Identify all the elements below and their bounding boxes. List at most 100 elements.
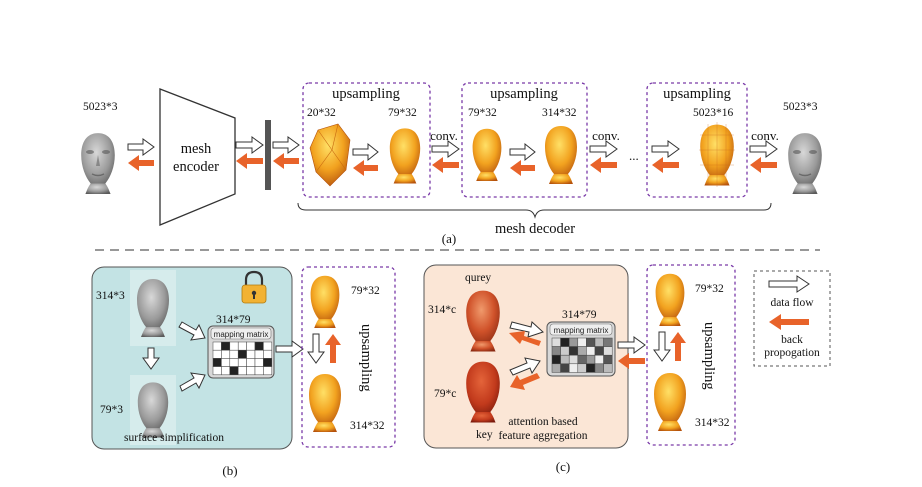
mapping-matrix-label-c: mapping matrix (554, 326, 609, 335)
input-dim-label: 5023*3 (83, 101, 118, 113)
upsampling-label-1: upsampling (332, 86, 400, 102)
matrix-cell (594, 346, 604, 356)
face-79-icon (655, 273, 685, 326)
matrix-cell (263, 366, 273, 376)
face-314-icon (309, 374, 341, 432)
matrix-cell (237, 358, 247, 367)
matrix-cell (603, 337, 613, 347)
matrix-cell (254, 341, 264, 351)
encoder-label-line2: encoder (173, 159, 219, 175)
backprop-arrow (236, 153, 263, 169)
dataflow-arrow (651, 140, 680, 158)
matrix-cell (221, 349, 231, 359)
matrix-cell (603, 363, 613, 373)
legend-back-line2: propogation (764, 347, 820, 359)
backprop-arrow (273, 153, 299, 169)
face-79-icon (472, 128, 502, 181)
matrix-cell (237, 341, 247, 351)
matrix-cell (586, 337, 596, 347)
backprop-arrow (652, 157, 679, 173)
matrix-cell (246, 366, 256, 376)
matrix-cell (568, 363, 579, 373)
mapping-matrix-label: mapping matrix (214, 330, 269, 339)
backprop-arrow (510, 160, 535, 176)
key-label: key (476, 429, 493, 441)
lock-icon (241, 270, 267, 304)
face-79-icon (310, 275, 340, 328)
matrix-cell (603, 346, 613, 356)
face-79-icon (389, 128, 421, 184)
coarse-mesh-icon (309, 123, 351, 187)
matrix-cell (560, 346, 570, 356)
input-head-icon (81, 133, 115, 194)
caption-b: (b) (222, 463, 237, 478)
backprop-arrow (325, 334, 341, 363)
query-dim-label: 314*c (428, 304, 456, 316)
dataflow-arrow (509, 142, 536, 162)
upsampling-block-1 (302, 82, 431, 198)
panel-c-caption-line2: feature aggregation (498, 430, 587, 442)
legend-backprop-arrow (769, 314, 809, 330)
matrix-cell (551, 354, 561, 365)
matrix-cell (577, 346, 587, 356)
top-dim-label: 314*3 (96, 290, 125, 302)
upsampling-box-b (301, 266, 396, 448)
backprop-arrow (128, 155, 154, 171)
dataflow-arrow (653, 331, 671, 362)
matrix-cell (254, 349, 264, 359)
matrix-cell (212, 349, 222, 359)
up-bottom-dim-c: 314*32 (695, 417, 730, 429)
matrix-cell (263, 358, 273, 367)
matrix-cell (229, 366, 239, 376)
matrix-cell (577, 354, 587, 365)
dataflow-arrow (509, 357, 541, 376)
matrix-cell (568, 346, 579, 356)
matrix-cell (246, 358, 256, 367)
legend-back-line1: back (781, 334, 803, 346)
block2-left-dim: 79*32 (468, 107, 497, 119)
matrix-cell (212, 358, 222, 367)
upsampling-block-2 (461, 82, 588, 198)
query-label: qurey (465, 272, 491, 284)
matrix-cell (560, 363, 570, 373)
ellipsis: ... (629, 148, 639, 163)
matrix-cell (263, 341, 273, 351)
upsampling-label-3: upsampling (663, 86, 731, 102)
legend-dataflow-arrow (768, 275, 810, 293)
dataflow-arrow (509, 321, 544, 338)
backprop-arrow (510, 373, 540, 390)
bottom-dim-label: 79*3 (100, 404, 123, 416)
mapping-matrix-title-box (210, 327, 272, 340)
dataflow-arrow (275, 340, 304, 358)
caption-c: (c) (556, 459, 570, 474)
dataflow-arrow (127, 138, 155, 156)
mesh-encoder-block (159, 88, 236, 226)
part-b: 314*3 79*3 314*79 mapping matrix surface… (91, 266, 396, 478)
legend-dataflow-label: data flow (770, 297, 814, 309)
matrix-cell (229, 358, 239, 367)
caption-a: (a) (442, 231, 456, 246)
part-c: qurey 314*c 79*c key 314*79 mapping matr… (423, 264, 736, 474)
key-dim-label: 79*c (434, 388, 456, 400)
up-bottom-dim-b: 314*32 (350, 420, 385, 432)
matrix-cell (560, 354, 570, 365)
matrix-cell (237, 349, 247, 359)
upsampling-label-c: upsampling (701, 322, 717, 390)
backprop-arrow (670, 332, 686, 361)
backprop-arrow (353, 160, 378, 176)
block1-left-dim: 20*32 (307, 107, 336, 119)
backprop-arrow (432, 157, 459, 173)
backprop-arrow (750, 157, 777, 173)
face-314-icon (545, 126, 577, 184)
matrix-cell (221, 341, 231, 351)
dataflow-arrow (431, 140, 460, 158)
matrix-cell (577, 363, 587, 373)
dataflow-arrow (749, 140, 778, 158)
upsampling-label-2: upsampling (490, 86, 558, 102)
up-top-dim-b: 79*32 (351, 285, 380, 297)
matrix-cell (594, 337, 604, 347)
dataflow-arrow (617, 336, 646, 354)
matrix-cell (212, 341, 222, 351)
matrix-cell (212, 366, 222, 376)
